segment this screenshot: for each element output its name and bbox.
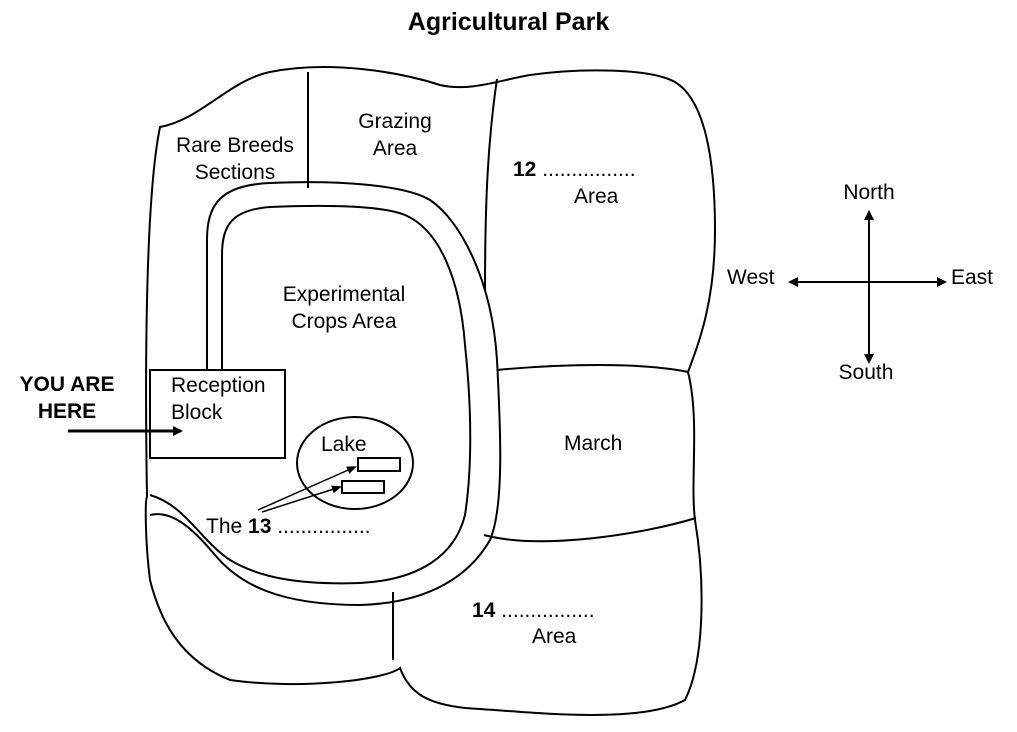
road-outer [149,181,502,607]
rare-breeds-label: Rare Breeds Sections [176,134,294,184]
reception-block-label: Reception Block [171,374,266,424]
lake-label: Lake [321,433,367,456]
experimental-crops-label: Experimental Crops Area [282,283,406,333]
map-title: Agricultural Park [407,8,610,36]
question-12-area: Area [574,185,619,208]
park-boundary [144,66,717,716]
divider-grazing-12 [484,78,498,291]
question-12-label: 12 ................ [513,158,636,181]
question-14-area: Area [532,625,577,648]
question-14-label: 14 ................ [472,599,595,622]
lake [296,416,414,510]
lake-structure-2 [341,480,385,494]
compass-north-label: North [843,181,895,204]
reception-block [149,369,286,459]
road-inner [149,204,472,585]
question-13-label: The 13 ................ [206,515,371,538]
compass-west-label: West [727,266,775,289]
you-are-here-label: YOU ARE HERE [19,373,115,423]
pointer-arrow-1 [257,466,357,511]
pointer-arrow-2 [261,485,342,513]
divider-12-march [496,364,689,373]
lake-structure-1 [357,457,401,472]
divider-march-14 [483,517,697,543]
compass-south-label: South [838,361,894,384]
grazing-area-label: Grazing Area [358,110,432,160]
march-area-label: March [564,432,623,455]
compass-east-label: East [951,266,994,289]
